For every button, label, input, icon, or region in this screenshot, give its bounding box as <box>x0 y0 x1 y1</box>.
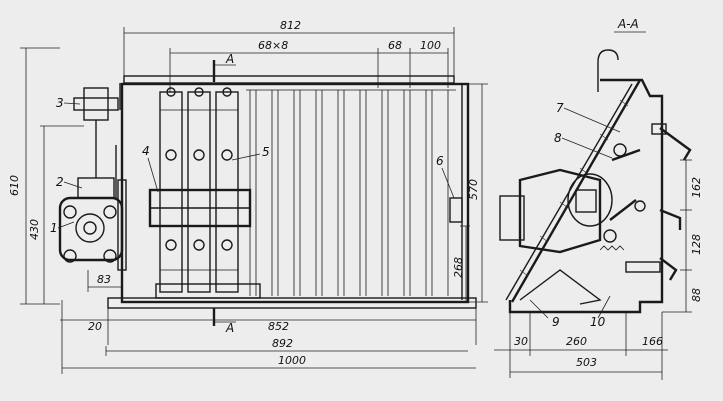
dim-166: 166 <box>642 335 663 348</box>
lifting-hook <box>597 49 619 92</box>
side-callouts: 7 8 9 10 <box>529 101 621 329</box>
terminal-upper <box>659 127 692 161</box>
callout-1: 1 <box>50 221 58 235</box>
front-view <box>58 75 477 309</box>
side-dimensions: 162 128 88 30 260 166 503 <box>494 159 703 380</box>
callout-9: 9 <box>552 315 560 329</box>
dim-162: 162 <box>690 177 703 198</box>
hatch <box>519 99 629 277</box>
magnet-body <box>518 168 602 254</box>
dim-812: 812 <box>280 19 301 32</box>
arm-upper <box>611 148 641 162</box>
dim-852: 852 <box>268 320 289 333</box>
callout-5: 5 <box>262 145 270 159</box>
dim-20: 20 <box>88 320 102 333</box>
dim-268: 268 <box>452 257 465 278</box>
arm-middle <box>609 199 637 221</box>
callout-4: 4 <box>142 144 150 158</box>
section-mark-top: А <box>225 52 234 66</box>
callout-3: 3 <box>56 96 64 110</box>
dim-128: 128 <box>690 234 703 255</box>
dim-892: 892 <box>272 337 293 350</box>
section-title: А-А <box>617 17 639 31</box>
front-dimensions: 812 68×8 68 100 А А 610 430 570 <box>8 19 488 374</box>
front-callouts: 1 2 3 4 5 6 <box>50 96 455 235</box>
callout-8: 8 <box>554 131 562 145</box>
spring <box>599 245 625 251</box>
callout-6: 6 <box>436 154 444 168</box>
callout-10: 10 <box>590 315 606 329</box>
terminal-6 <box>449 197 463 223</box>
dim-570: 570 <box>467 179 480 200</box>
dim-610: 610 <box>8 175 21 196</box>
callout-2: 2 <box>56 175 64 189</box>
dim-68: 68 <box>388 39 402 52</box>
dim-1000: 1000 <box>278 354 306 367</box>
terminal-middle <box>659 208 682 230</box>
left-block <box>499 195 525 241</box>
side-housing <box>508 78 664 314</box>
dim-260: 260 <box>566 335 587 348</box>
dim-30: 30 <box>514 335 528 348</box>
dim-83: 83 <box>97 273 111 286</box>
section-mark-bottom: А <box>225 321 234 335</box>
top-rail <box>123 75 455 84</box>
armature <box>567 173 613 227</box>
dim-88: 88 <box>690 288 703 302</box>
side-section: А-А <box>499 17 692 314</box>
main-frame <box>120 82 470 304</box>
dim-503: 503 <box>576 356 597 369</box>
contactor-poles <box>148 87 261 299</box>
resistor-grid <box>246 89 456 296</box>
terminal-lower <box>659 257 678 281</box>
callout-7: 7 <box>556 101 564 115</box>
base-plate <box>107 297 477 309</box>
arm-lower <box>519 269 602 305</box>
dim-100: 100 <box>420 39 441 52</box>
dim-430: 430 <box>28 219 41 240</box>
drive-mechanism <box>58 87 127 271</box>
dim-68x8: 68×8 <box>258 39 288 52</box>
armature-core <box>575 189 597 213</box>
